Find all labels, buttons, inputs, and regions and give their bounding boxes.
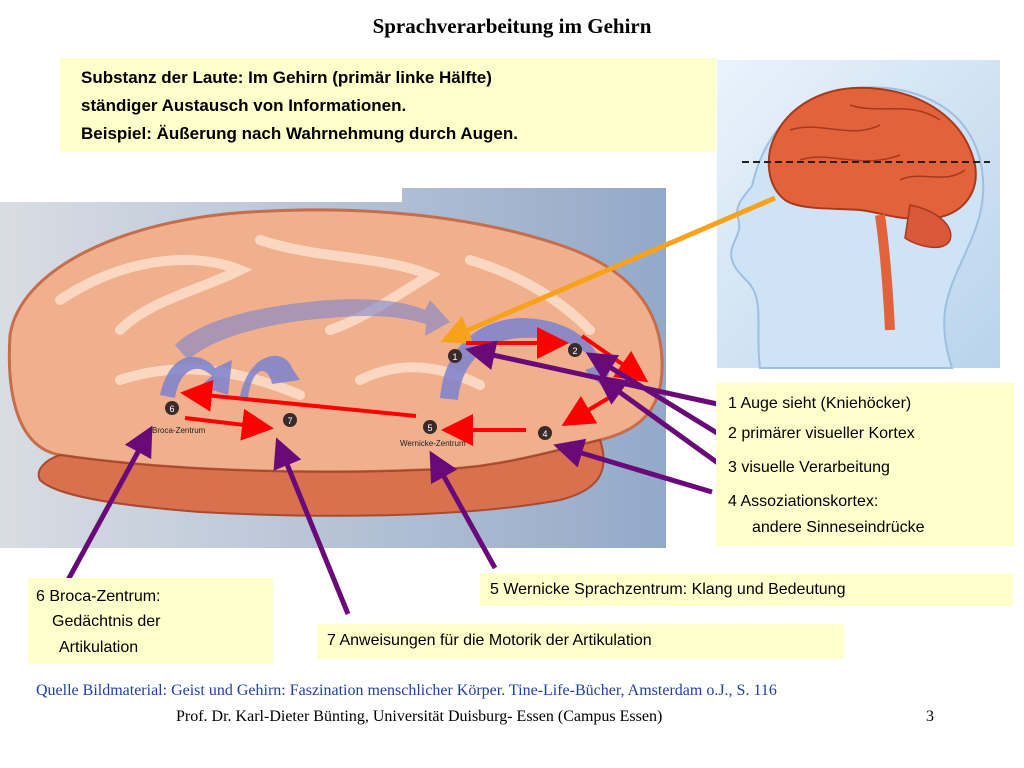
purple-callout-arrows <box>65 340 724 615</box>
brain-section-illustration <box>0 188 666 548</box>
svg-text:6: 6 <box>169 404 174 414</box>
intro-line-3: Beispiel: Äußerung nach Wahrnehmung durc… <box>81 124 518 143</box>
marker-7 <box>283 413 297 427</box>
legend-item-2: 2 primärer visueller Kortex <box>728 425 915 442</box>
box-broca: 6 Broca-Zentrum: Gedächtnis der Artikula… <box>28 578 273 664</box>
head-illustration <box>717 60 1000 369</box>
intro-line-1: Substanz der Laute: Im Gehirn (primär li… <box>81 68 492 87</box>
intro-box: Substanz der Laute: Im Gehirn (primär li… <box>60 58 716 152</box>
box-motorik-text: 7 Anweisungen für die Motorik der Artiku… <box>327 632 652 649</box>
svg-text:2: 2 <box>572 346 577 356</box>
orange-arrow <box>440 195 776 344</box>
svg-text:7: 7 <box>287 416 292 426</box>
svg-text:4: 4 <box>542 429 547 439</box>
page-number: 3 <box>926 708 934 725</box>
legend-item-3: 3 visuelle Verarbeitung <box>728 459 890 476</box>
box-wernicke: 5 Wernicke Sprachzentrum: Klang und Bede… <box>480 573 1013 606</box>
marker-6 <box>165 401 179 415</box>
box-wernicke-text: 5 Wernicke Sprachzentrum: Klang und Bede… <box>490 581 846 598</box>
box-broca-line-1: 6 Broca-Zentrum: <box>36 588 161 605</box>
box-broca-line-2: Gedächtnis der <box>52 613 161 630</box>
marker-5 <box>423 420 437 434</box>
wernicke-label: Wernicke-Zentrum <box>400 439 466 448</box>
box-broca-line-3: Artikulation <box>59 639 139 656</box>
source-citation: Quelle Bildmaterial: Geist und Gehirn: F… <box>36 682 777 699</box>
legend-item-4-detail: andere Sinneseindrücke <box>752 519 925 536</box>
marker-2 <box>568 343 582 357</box>
marker-4 <box>538 426 552 440</box>
broca-label: Broca-Zentrum <box>152 426 206 435</box>
footer-author: Prof. Dr. Karl-Dieter Bünting, Universit… <box>176 708 663 725</box>
svg-text:1: 1 <box>452 352 457 362</box>
intro-line-2: ständiger Austausch von Informationen. <box>81 96 407 115</box>
legend-item-4: 4 Assoziationskortex: <box>728 493 879 510</box>
slide-title: Sprachverarbeitung im Gehirn <box>372 14 652 38</box>
legend-item-1: 1 Auge sieht (Kniehöcker) <box>728 395 912 412</box>
brain-markers: 1 2 4 5 6 7 Broca-Zentrum Wernicke-Zentr… <box>152 343 582 448</box>
svg-text:5: 5 <box>427 423 432 433</box>
box-motorik: 7 Anweisungen für die Motorik der Artiku… <box>317 624 844 659</box>
marker-1 <box>448 349 462 363</box>
legend-box-right: 1 Auge sieht (Kniehöcker) 2 primärer vis… <box>716 383 1014 546</box>
